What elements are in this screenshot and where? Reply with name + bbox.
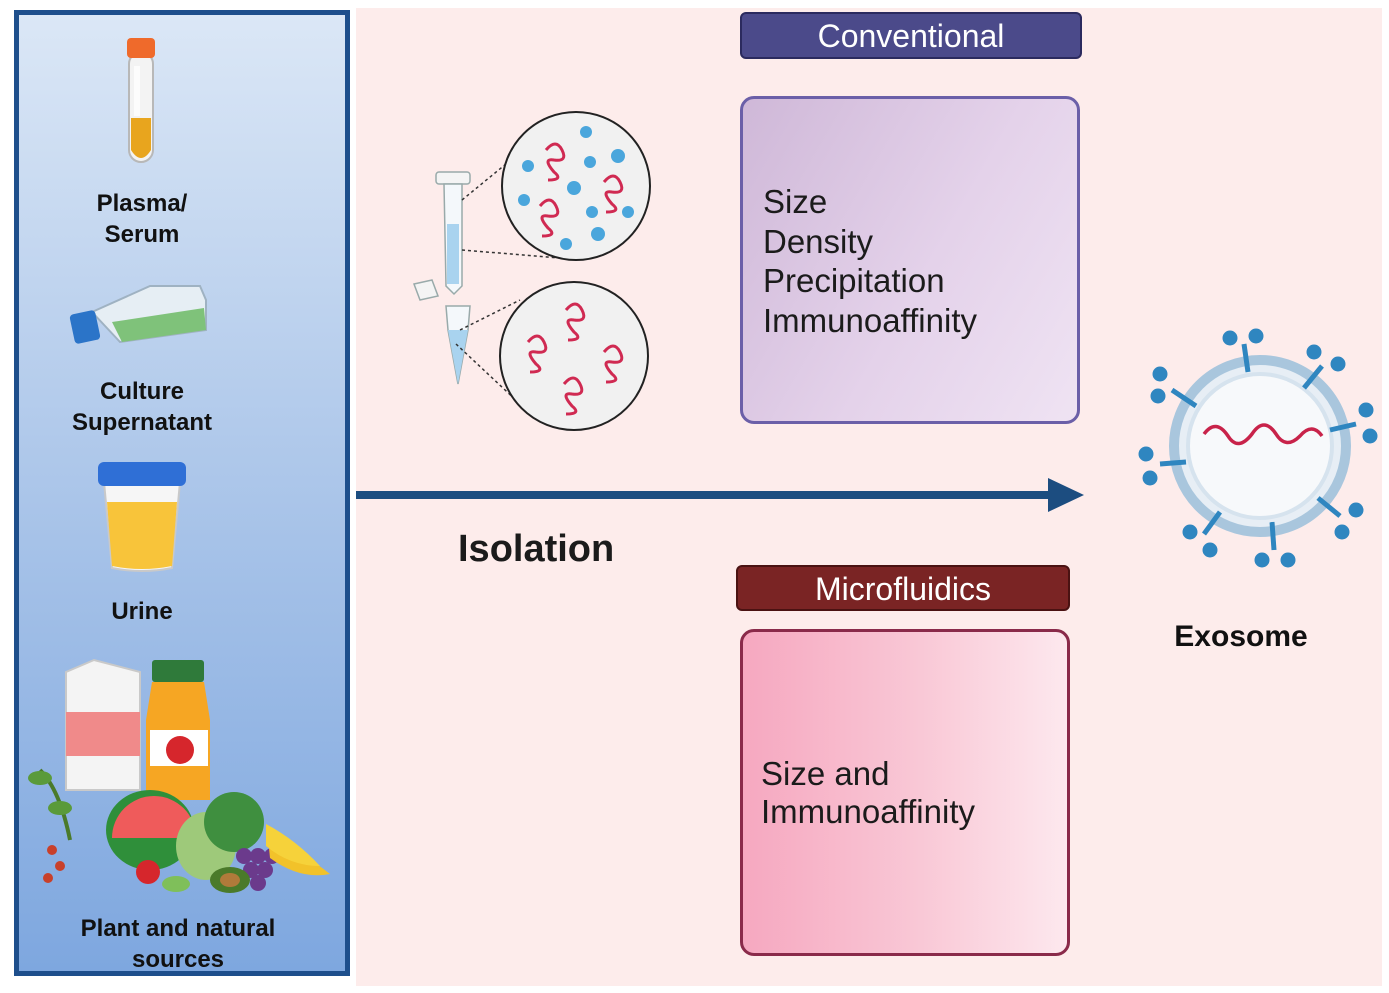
culture-flask-icon — [69, 285, 207, 344]
microfluidics-methods-list: Size and Immunoaffinity — [761, 755, 975, 830]
spin-column-icon — [412, 149, 561, 405]
isolation-arrow — [356, 478, 1084, 512]
source-label-plant: Plant and natural sources — [80, 915, 276, 973]
micro-method-immunoaffinity: Immunoaffinity — [761, 792, 975, 830]
source-label-urine: Urine — [111, 598, 173, 625]
isolation-label: Isolation — [458, 528, 615, 570]
exosome-label: Exosome — [1174, 620, 1308, 653]
microfluidics-methods-box — [740, 629, 1070, 956]
conventional-methods-list: Size Density Precipitation Immunoaffinit… — [763, 182, 977, 340]
conventional-methods-box — [740, 96, 1080, 424]
method-immunoaffinity: Immunoaffinity — [763, 301, 977, 339]
magnified-mixture-icon — [501, 111, 651, 261]
conventional-header: Conventional — [740, 12, 1082, 59]
natural-sources-icon — [28, 658, 330, 893]
exosome-icon — [1138, 328, 1378, 568]
method-precipitation: Precipitation — [763, 262, 945, 299]
method-size: Size — [763, 183, 828, 220]
source-label-culture: Culture Supernatant — [71, 378, 212, 436]
source-label-plasma: Plasma/ Serum — [96, 190, 188, 248]
method-density: Density — [763, 222, 874, 260]
blood-tube-icon — [127, 38, 155, 163]
microfluidics-header: Microfluidics — [736, 565, 1070, 611]
urine-cup-icon — [98, 462, 186, 572]
micro-method-size: Size and — [761, 755, 890, 792]
magnified-exosomes-icon — [499, 281, 649, 431]
